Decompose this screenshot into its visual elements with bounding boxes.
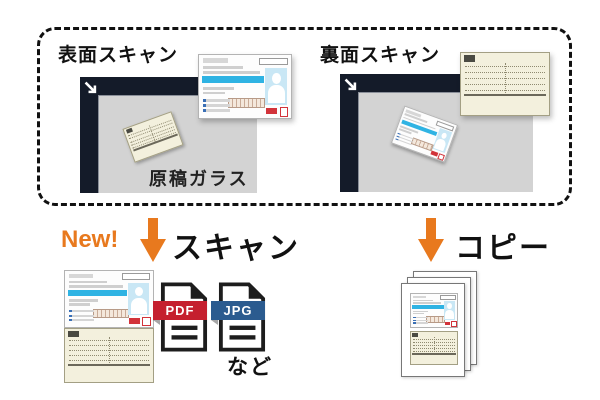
- scan-flow-label: スキャン: [172, 232, 300, 265]
- license-name-field: [412, 295, 426, 298]
- scan-steps-dashed-border: [37, 27, 572, 206]
- license-text-line: [412, 313, 424, 315]
- center-divider: [505, 62, 506, 93]
- glass-label: 原稿ガラス: [149, 169, 249, 189]
- license-text-line: [202, 99, 230, 102]
- license-photo: [265, 68, 288, 105]
- license-number-box: [121, 273, 151, 281]
- license-text-line: [68, 299, 99, 302]
- license-red-stamp: [430, 150, 439, 157]
- copied-back-image: [410, 331, 458, 365]
- new-badge: New!: [61, 226, 119, 253]
- license-text-line: [202, 70, 260, 74]
- license-text-line: [68, 280, 108, 284]
- pdf-file-icon: PDF: [153, 281, 208, 353]
- license-red-stamp: [129, 318, 140, 324]
- jpg-file-icon: JPG: [211, 281, 266, 353]
- copy-flow-label: コピー: [455, 232, 551, 265]
- license-text-line: [412, 319, 428, 322]
- license-red-seal: [142, 317, 151, 327]
- license-validity-band: [67, 290, 128, 297]
- license-photo: [128, 282, 150, 316]
- back-scan-title: 裏面スキャン: [320, 45, 441, 66]
- license-conditions-grid: [425, 316, 446, 323]
- license-text-line: [412, 317, 428, 319]
- separator-line: [412, 353, 456, 356]
- license-red-seal: [451, 321, 457, 327]
- license-text-line: [412, 299, 434, 302]
- license-text-line: [68, 285, 124, 288]
- scan-direction-arrow-icon: [84, 81, 97, 94]
- license-validity-band: [412, 305, 444, 309]
- license-text-line: [202, 91, 225, 95]
- license-text-line: [202, 86, 234, 90]
- license-text-line: [202, 109, 230, 112]
- down-arrow-icon: [140, 218, 166, 262]
- remarks-label: [67, 331, 80, 337]
- license-text-line: [412, 322, 428, 324]
- license-name-field: [68, 273, 94, 278]
- license-text-line: [68, 314, 95, 317]
- separator-line: [67, 363, 151, 366]
- document-outline: [160, 282, 208, 352]
- license-number-box: [439, 295, 456, 301]
- license-text-line: [202, 104, 230, 107]
- drivers-license-back-card: [460, 52, 550, 116]
- license-number-box: [258, 57, 289, 66]
- pdf-format-badge: PDF: [153, 301, 207, 325]
- license-conditions-grid: [228, 97, 266, 109]
- down-arrow-icon: [418, 218, 444, 262]
- license-text-line: [412, 310, 429, 313]
- jpg-format-badge: JPG: [211, 301, 265, 325]
- license-text-line: [68, 310, 95, 313]
- license-text-line: [202, 65, 244, 69]
- license-text-line: [68, 303, 90, 306]
- separator-line: [463, 93, 547, 96]
- license-text-line: [412, 302, 442, 304]
- license-validity-band: [201, 76, 265, 84]
- center-divider: [109, 337, 110, 363]
- drivers-license-front-card: [198, 54, 292, 119]
- remarks-label: [412, 333, 419, 337]
- remarks-label: [463, 55, 476, 63]
- copy-output-page: [401, 283, 465, 377]
- license-red-seal: [437, 152, 446, 162]
- license-red-seal: [279, 107, 289, 117]
- scanned-front-image: [64, 270, 154, 328]
- etc-label: など: [227, 356, 273, 379]
- copied-front-image: [410, 293, 458, 328]
- license-red-stamp: [444, 321, 451, 326]
- license-photo: [444, 300, 456, 321]
- scan-direction-arrow-icon: [344, 78, 357, 91]
- center-divider: [434, 337, 435, 353]
- license-conditions-grid: [93, 309, 129, 319]
- license-text-line: [68, 319, 95, 322]
- front-scan-title: 表面スキャン: [58, 45, 179, 66]
- license-red-stamp: [266, 107, 278, 115]
- license-name-field: [202, 58, 229, 63]
- scanned-back-image: [64, 328, 154, 383]
